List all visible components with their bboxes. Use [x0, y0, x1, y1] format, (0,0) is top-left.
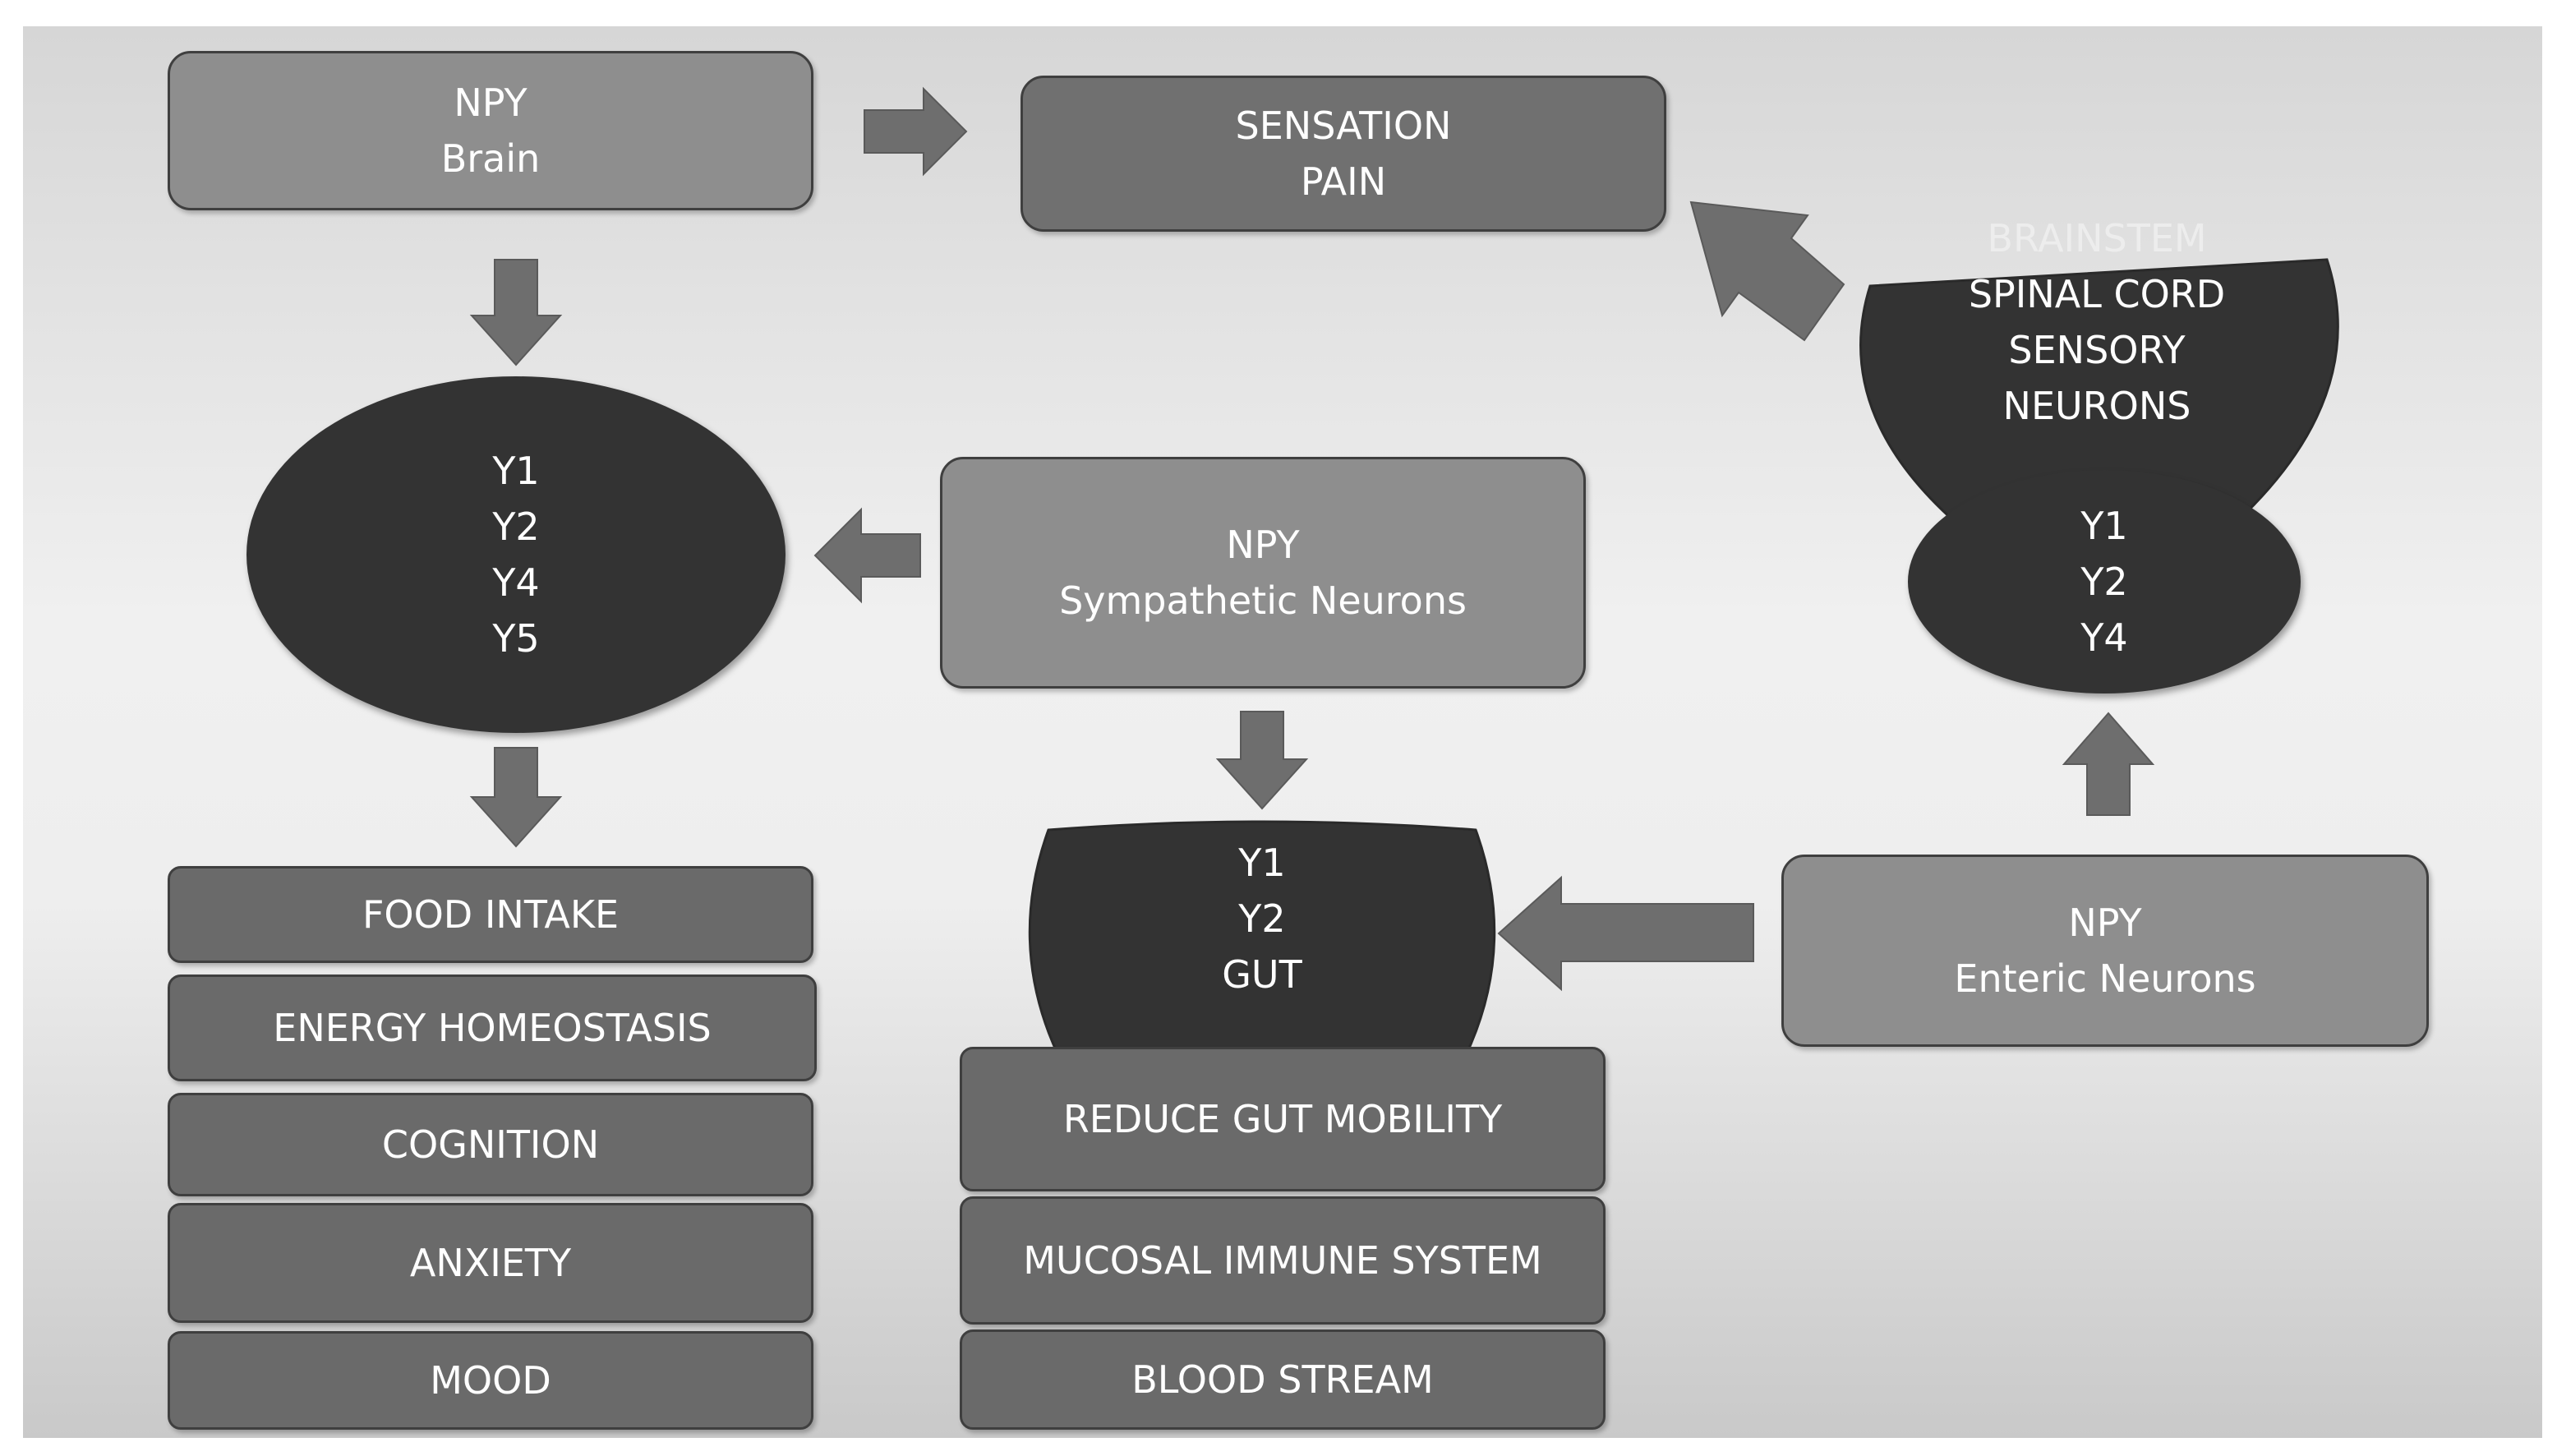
effect-anxiety: ANXIETY	[168, 1203, 813, 1323]
effect-mood: MOOD	[168, 1331, 813, 1430]
arrow-enteric-to-spinal	[2062, 712, 2155, 816]
spinal-receptor: Y1	[2080, 504, 2128, 548]
spinal-label: NEURONS	[2002, 384, 2191, 428]
spinal-label: SPINAL CORD	[1968, 272, 2226, 316]
brain-receptor: Y2	[492, 505, 540, 549]
gut-effect-label: BLOOD STREAM	[1131, 1357, 1434, 1402]
sensation-line1: SENSATION	[1235, 104, 1452, 148]
spinal-receptor: Y2	[2080, 560, 2128, 604]
brain-receptors-ellipse: Y1 Y2 Y4 Y5	[246, 376, 786, 733]
arrow-sympathetic-to-receptors	[813, 507, 921, 604]
effect-label: COGNITION	[381, 1122, 600, 1167]
arrow-enteric-to-gut	[1497, 875, 1754, 992]
effect-cognition: COGNITION	[168, 1093, 813, 1196]
npy-brain-line1: NPY	[454, 81, 528, 125]
npy-enteric-box: NPY Enteric Neurons	[1781, 855, 2429, 1047]
enteric-line1: NPY	[2068, 901, 2142, 945]
gut-effect-label: MUCOSAL IMMUNE SYSTEM	[1023, 1238, 1542, 1283]
effect-energy-homeostasis: ENERGY HOMEOSTASIS	[168, 975, 817, 1081]
npy-brain-box: NPY Brain	[168, 51, 813, 210]
spinal-bowl-shape	[1859, 258, 2339, 552]
effect-label: ENERGY HOMEOSTASIS	[273, 1006, 712, 1050]
enteric-line2: Enteric Neurons	[1954, 956, 2256, 1001]
spinal-label-brainstem: BRAINSTEM	[1987, 216, 2207, 260]
arrow-brain-to-receptors	[469, 259, 563, 366]
gut-receptors: Y1 Y2 GUT	[1024, 836, 1500, 1001]
effect-label: MOOD	[430, 1358, 551, 1403]
effect-food-intake: FOOD INTAKE	[168, 866, 813, 963]
brain-receptor: Y5	[492, 616, 540, 661]
sensation-pain-box: SENSATION PAIN	[1020, 76, 1666, 232]
sensation-line2: PAIN	[1300, 159, 1387, 204]
gut-effect-label: REDUCE GUT MOBILITY	[1062, 1097, 1503, 1141]
effect-mucosal-immune-system: MUCOSAL IMMUNE SYSTEM	[960, 1196, 1606, 1325]
brain-receptor: Y1	[492, 449, 540, 493]
effect-label: FOOD INTAKE	[362, 892, 620, 937]
arrow-sympathetic-to-gut	[1215, 711, 1309, 810]
effect-reduce-gut-mobility: REDUCE GUT MOBILITY	[960, 1047, 1606, 1191]
effect-label: ANXIETY	[409, 1241, 572, 1285]
arrow-spinal-to-sensation	[1689, 200, 1845, 342]
gut-receptor: Y1	[1238, 841, 1286, 885]
spinal-label: SENSORY	[2008, 328, 2186, 372]
gut-receptor: Y2	[1238, 896, 1286, 941]
brain-receptor: Y4	[492, 560, 540, 605]
spinal-labels: BRAINSTEM SPINAL CORD SENSORY NEURONS	[1850, 210, 2343, 434]
sympathetic-line1: NPY	[1226, 523, 1300, 567]
npy-sympathetic-box: NPY Sympathetic Neurons	[940, 457, 1586, 689]
arrow-brain-to-sensation	[864, 86, 968, 177]
gut-bowl-shape	[1028, 820, 1496, 1053]
effect-blood-stream: BLOOD STREAM	[960, 1329, 1606, 1430]
npy-brain-line2: Brain	[440, 136, 541, 181]
sympathetic-line2: Sympathetic Neurons	[1059, 578, 1467, 623]
spinal-receptors-ellipse: Y1 Y2 Y4	[1908, 470, 2301, 693]
arrow-receptors-to-effects	[469, 747, 563, 848]
spinal-receptor: Y4	[2080, 615, 2128, 660]
gut-label: GUT	[1222, 952, 1302, 997]
